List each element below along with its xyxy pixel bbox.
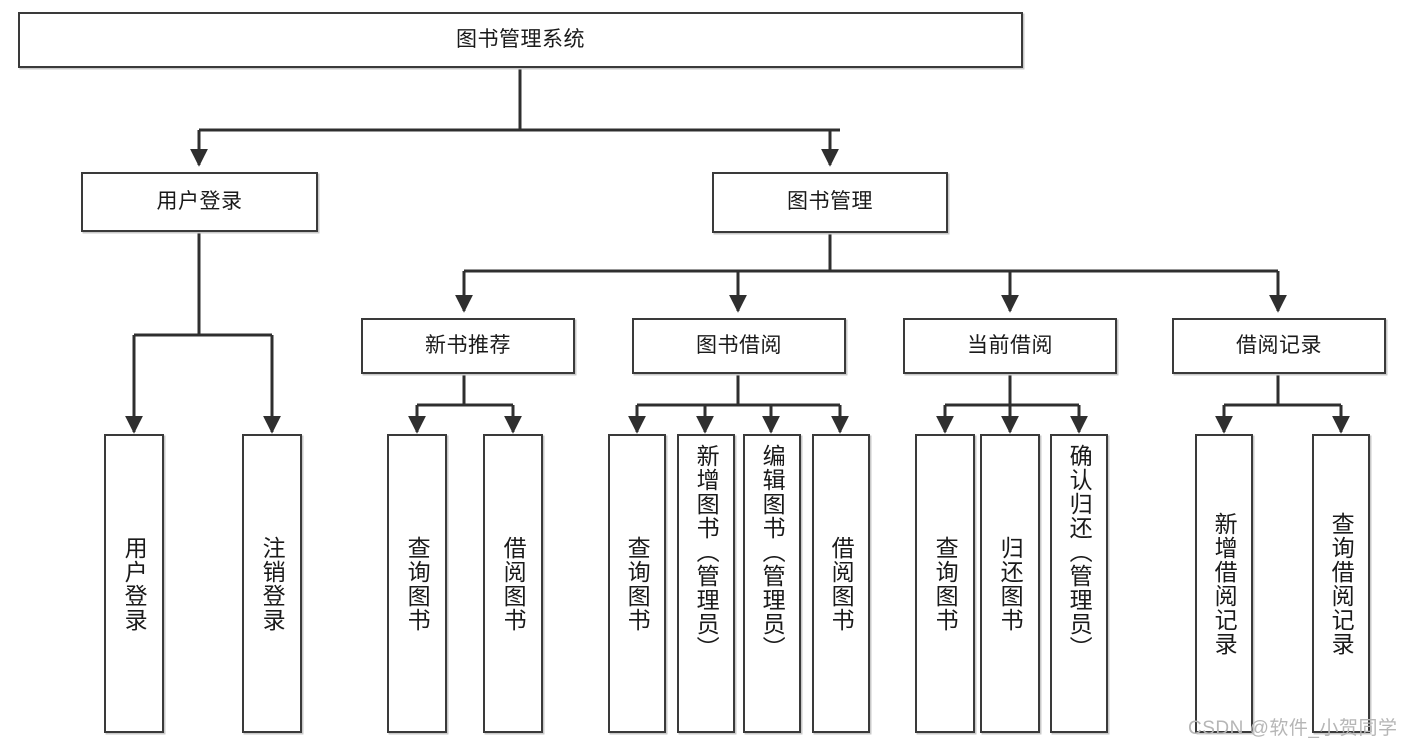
leaf-borrow-book-recommend[interactable]: 借阅图书 bbox=[483, 434, 543, 733]
leaf-add-borrow-record[interactable]: 新增借阅记录 bbox=[1195, 434, 1253, 733]
node-label: 编辑图书（管理员） bbox=[759, 444, 786, 660]
node-label: 查询图书 bbox=[624, 535, 651, 632]
node-label: 注销登录 bbox=[259, 535, 286, 632]
node-label: 查询图书 bbox=[404, 535, 431, 632]
node-label: 用户登录 bbox=[156, 189, 243, 213]
node-label: 确认归还（管理员） bbox=[1066, 444, 1093, 660]
node-label: 图书管理 bbox=[787, 190, 873, 214]
node-new-book-recommend[interactable]: 新书推荐 bbox=[361, 318, 575, 374]
leaf-query-borrow-record[interactable]: 查询借阅记录 bbox=[1312, 434, 1370, 733]
leaf-query-book-recommend[interactable]: 查询图书 bbox=[387, 434, 447, 733]
node-label: 查询借阅记录 bbox=[1328, 511, 1355, 656]
watermark-text: CSDN @软件_小贺同学 bbox=[1188, 718, 1398, 739]
node-label: 用户登录 bbox=[121, 535, 148, 632]
node-label: 归还图书 bbox=[997, 535, 1024, 632]
node-label: 新书推荐 bbox=[425, 333, 511, 357]
node-book-management[interactable]: 图书管理 bbox=[712, 172, 948, 233]
node-label: 借阅图书 bbox=[500, 535, 527, 632]
leaf-return-book[interactable]: 归还图书 bbox=[980, 434, 1040, 733]
node-label: 图书借阅 bbox=[696, 333, 782, 357]
node-root-book-management-system[interactable]: 图书管理系统 bbox=[18, 12, 1023, 68]
node-label: 借阅图书 bbox=[828, 535, 855, 632]
node-label: 新增借阅记录 bbox=[1211, 511, 1238, 656]
node-label: 当前借阅 bbox=[967, 333, 1053, 357]
leaf-edit-book-admin[interactable]: 编辑图书（管理员） bbox=[743, 434, 801, 733]
node-borrow-record[interactable]: 借阅记录 bbox=[1172, 318, 1386, 374]
node-book-borrow[interactable]: 图书借阅 bbox=[632, 318, 846, 374]
leaf-borrow-book[interactable]: 借阅图书 bbox=[812, 434, 870, 733]
leaf-user-login[interactable]: 用户登录 bbox=[104, 434, 164, 733]
leaf-query-book-borrow[interactable]: 查询图书 bbox=[608, 434, 666, 733]
node-label: 借阅记录 bbox=[1236, 333, 1322, 357]
leaf-logout-login[interactable]: 注销登录 bbox=[242, 434, 302, 733]
node-current-borrow[interactable]: 当前借阅 bbox=[903, 318, 1117, 374]
node-label: 新增图书（管理员） bbox=[693, 444, 720, 660]
leaf-confirm-return-admin[interactable]: 确认归还（管理员） bbox=[1050, 434, 1108, 733]
node-label: 查询图书 bbox=[932, 535, 959, 632]
node-user-login[interactable]: 用户登录 bbox=[81, 172, 318, 232]
node-label: 图书管理系统 bbox=[456, 27, 585, 51]
leaf-query-book-current[interactable]: 查询图书 bbox=[915, 434, 975, 733]
leaf-add-book-admin[interactable]: 新增图书（管理员） bbox=[677, 434, 735, 733]
